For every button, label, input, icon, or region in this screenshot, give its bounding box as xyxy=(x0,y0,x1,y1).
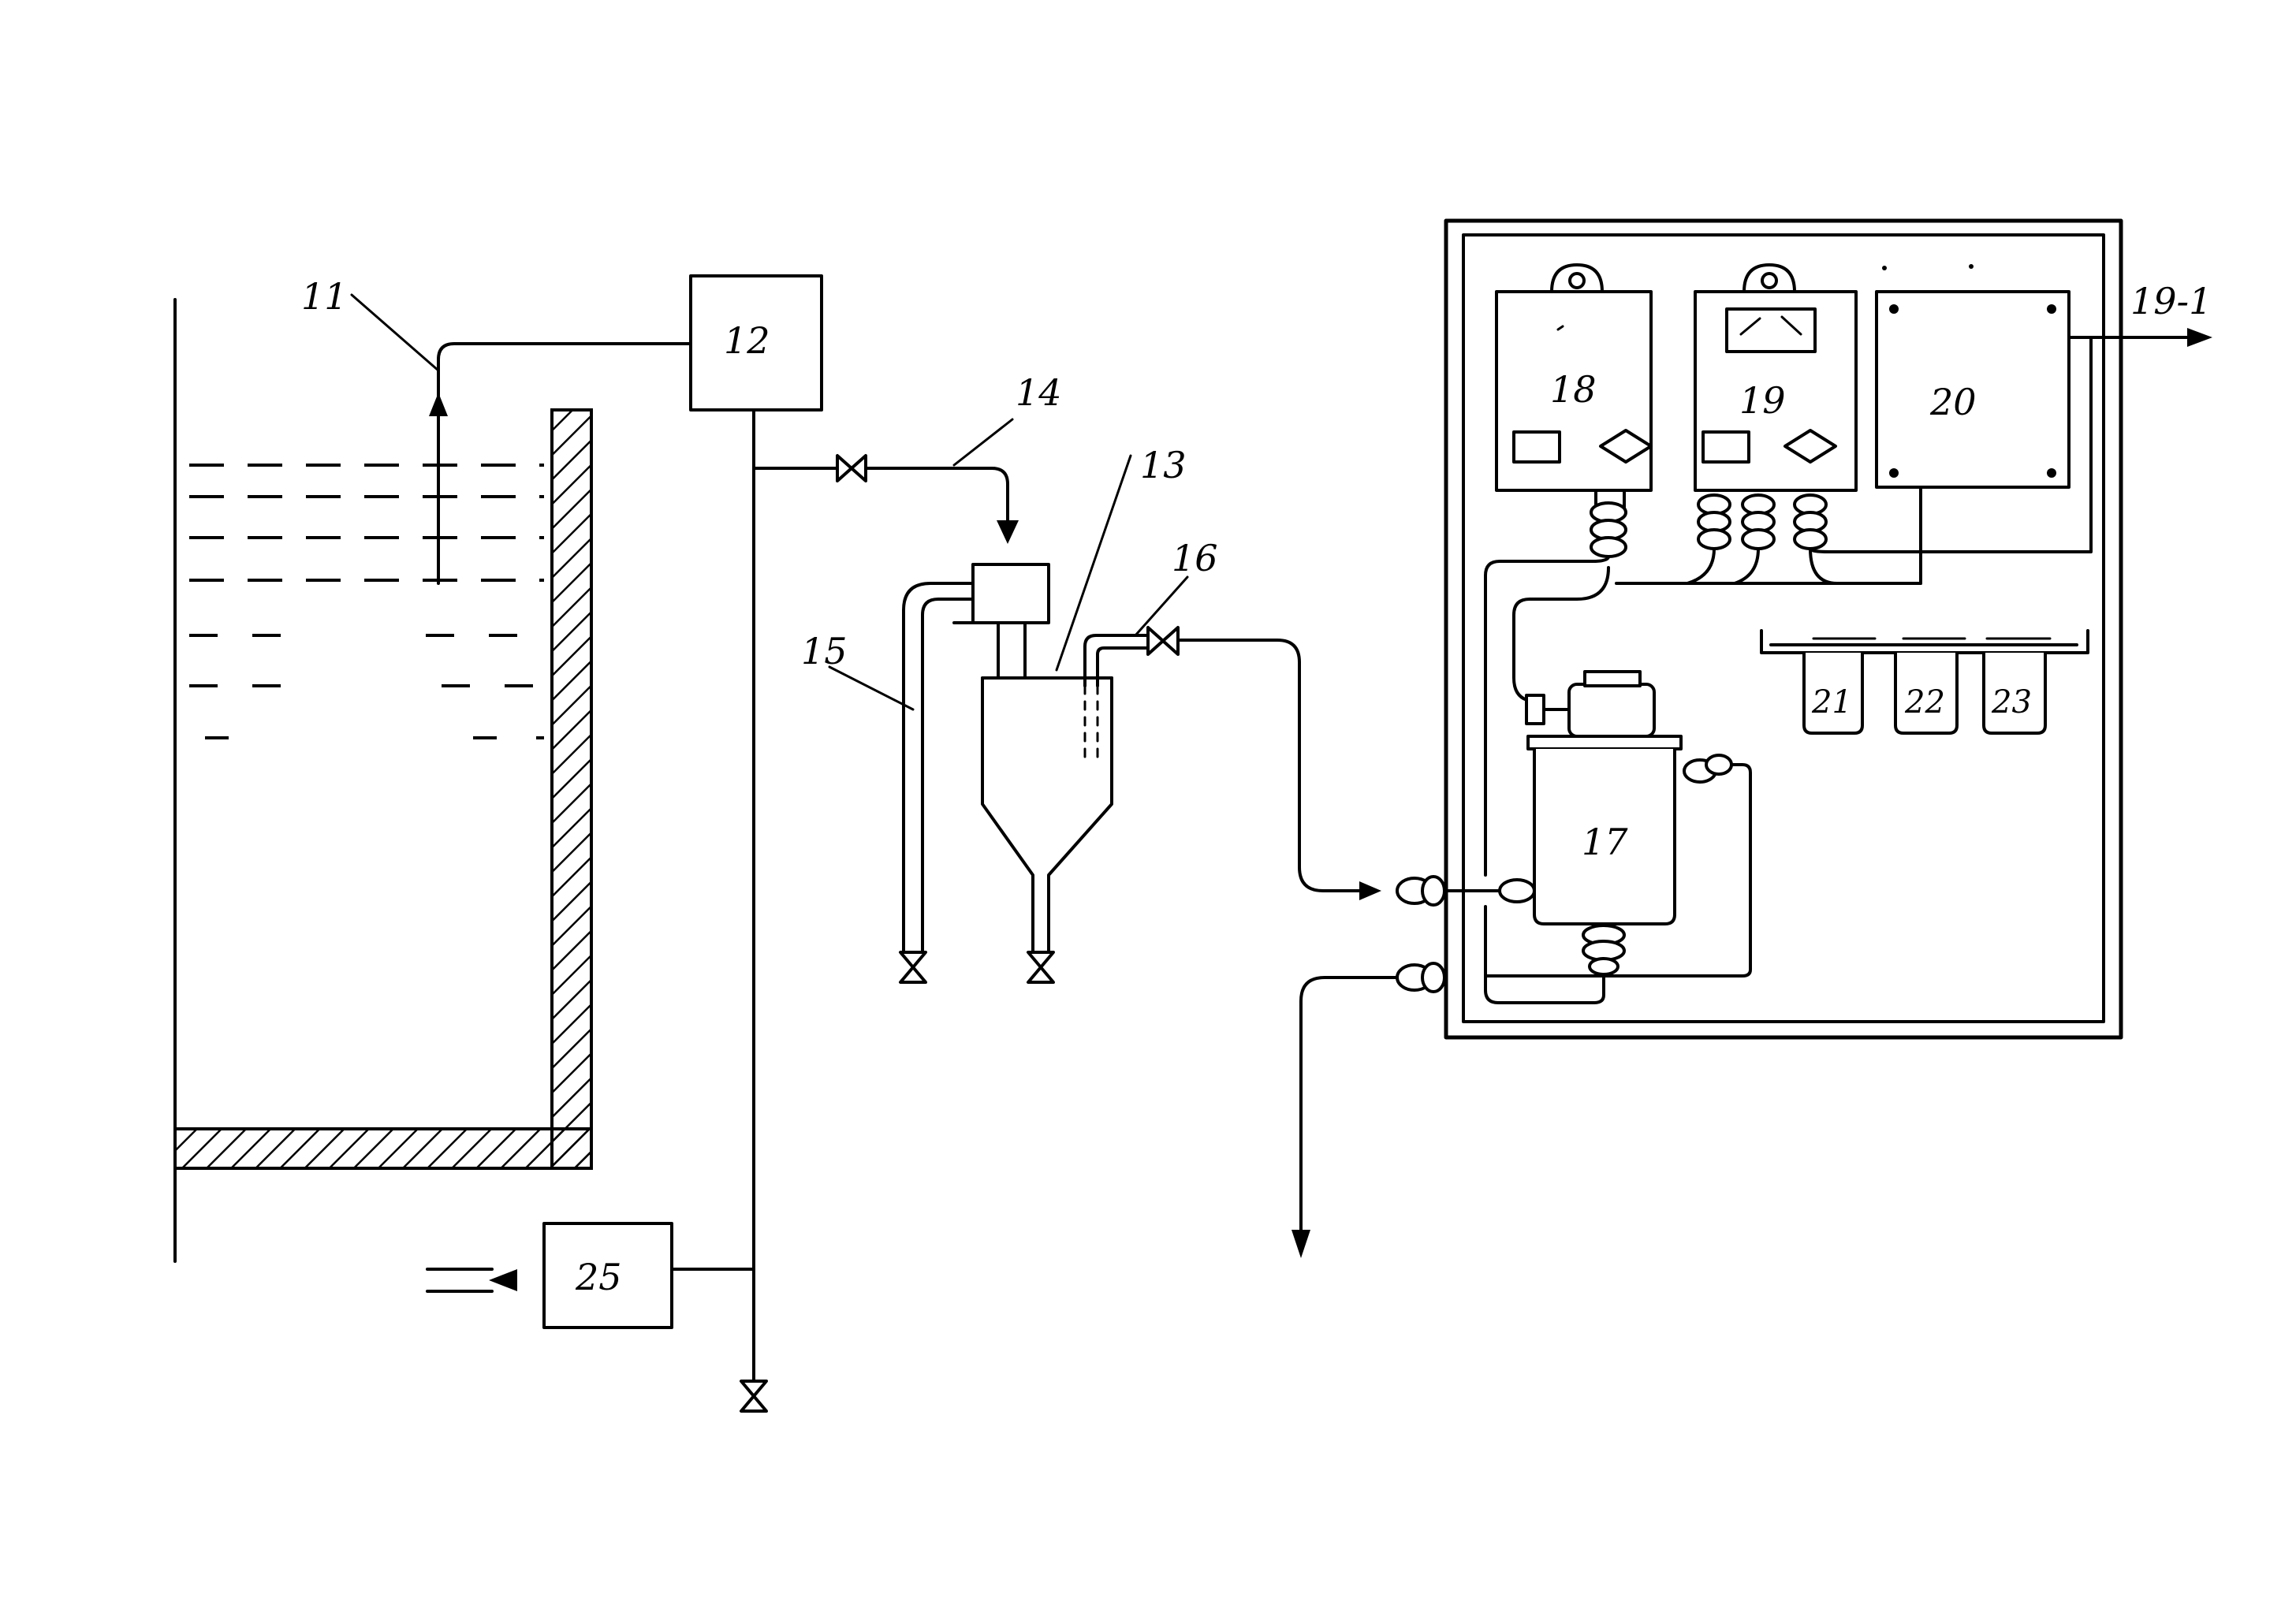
valve-icon xyxy=(1146,626,1180,656)
component-12: 12 xyxy=(689,274,823,411)
valve-icon xyxy=(740,1380,768,1413)
output-signal-19-1: 19-1 xyxy=(2067,280,2212,347)
wiring xyxy=(1484,336,2093,877)
instrument-20: 20 xyxy=(1875,290,2070,489)
label-25: 25 xyxy=(575,1256,622,1298)
label-14: 14 xyxy=(1016,371,1062,414)
tank-floor xyxy=(173,1127,593,1170)
label-20: 20 xyxy=(1929,381,1977,423)
arrow-icon xyxy=(429,393,448,416)
reagent-tray: 21 22 23 xyxy=(1760,629,2089,735)
intake-pipe-11: 11 xyxy=(301,275,692,585)
reagent-bottle-23: 23 xyxy=(1982,651,2047,735)
label-19-1: 19-1 xyxy=(2130,280,2212,322)
reagent-bottle-22: 22 xyxy=(1894,651,1959,735)
component-25: 25 xyxy=(426,1222,755,1329)
tank-wall-right xyxy=(550,408,593,1170)
analyzer-cabinet: 18 19 xyxy=(1396,218,2212,1040)
label-23: 23 xyxy=(1991,684,2032,721)
label-15: 15 xyxy=(801,630,848,672)
wall-connectors xyxy=(1396,875,1500,993)
drain-outlet xyxy=(1292,976,1399,1258)
pipe-15: 15 xyxy=(801,582,975,984)
label-16: 16 xyxy=(1172,537,1218,579)
connector-19a xyxy=(1697,493,1731,550)
pipe-16: 16 xyxy=(1083,537,1381,900)
valve-icon xyxy=(836,454,867,482)
label-12: 12 xyxy=(724,319,770,362)
connector-19b xyxy=(1741,493,1776,550)
label-19: 19 xyxy=(1739,379,1786,422)
water-level-lines xyxy=(189,464,544,739)
arrow-icon xyxy=(2187,328,2212,347)
label-22: 22 xyxy=(1904,684,1945,721)
label-13: 13 xyxy=(1140,444,1187,486)
connector-19c xyxy=(1793,493,1828,550)
valve-icon xyxy=(899,951,927,984)
label-18: 18 xyxy=(1550,368,1597,411)
separator-13: 13 xyxy=(971,444,1187,984)
instrument-18: 18 xyxy=(1495,263,1653,558)
arrow-icon xyxy=(1292,1230,1310,1258)
tank xyxy=(173,298,593,1263)
analyzer-cell-17: 17 xyxy=(1484,670,1752,1004)
label-21: 21 xyxy=(1811,684,1852,721)
arrow-icon xyxy=(997,520,1019,544)
arrow-icon xyxy=(1359,881,1381,900)
label-11: 11 xyxy=(301,275,348,318)
pipe-14: 14 xyxy=(752,371,1062,544)
arrow-icon xyxy=(489,1269,517,1291)
label-17: 17 xyxy=(1582,821,1628,863)
valve-icon xyxy=(1027,951,1055,984)
reagent-bottle-21: 21 xyxy=(1802,651,1864,735)
instrument-19: 19 xyxy=(1694,263,1858,550)
main-vertical-pipe xyxy=(740,408,768,1413)
